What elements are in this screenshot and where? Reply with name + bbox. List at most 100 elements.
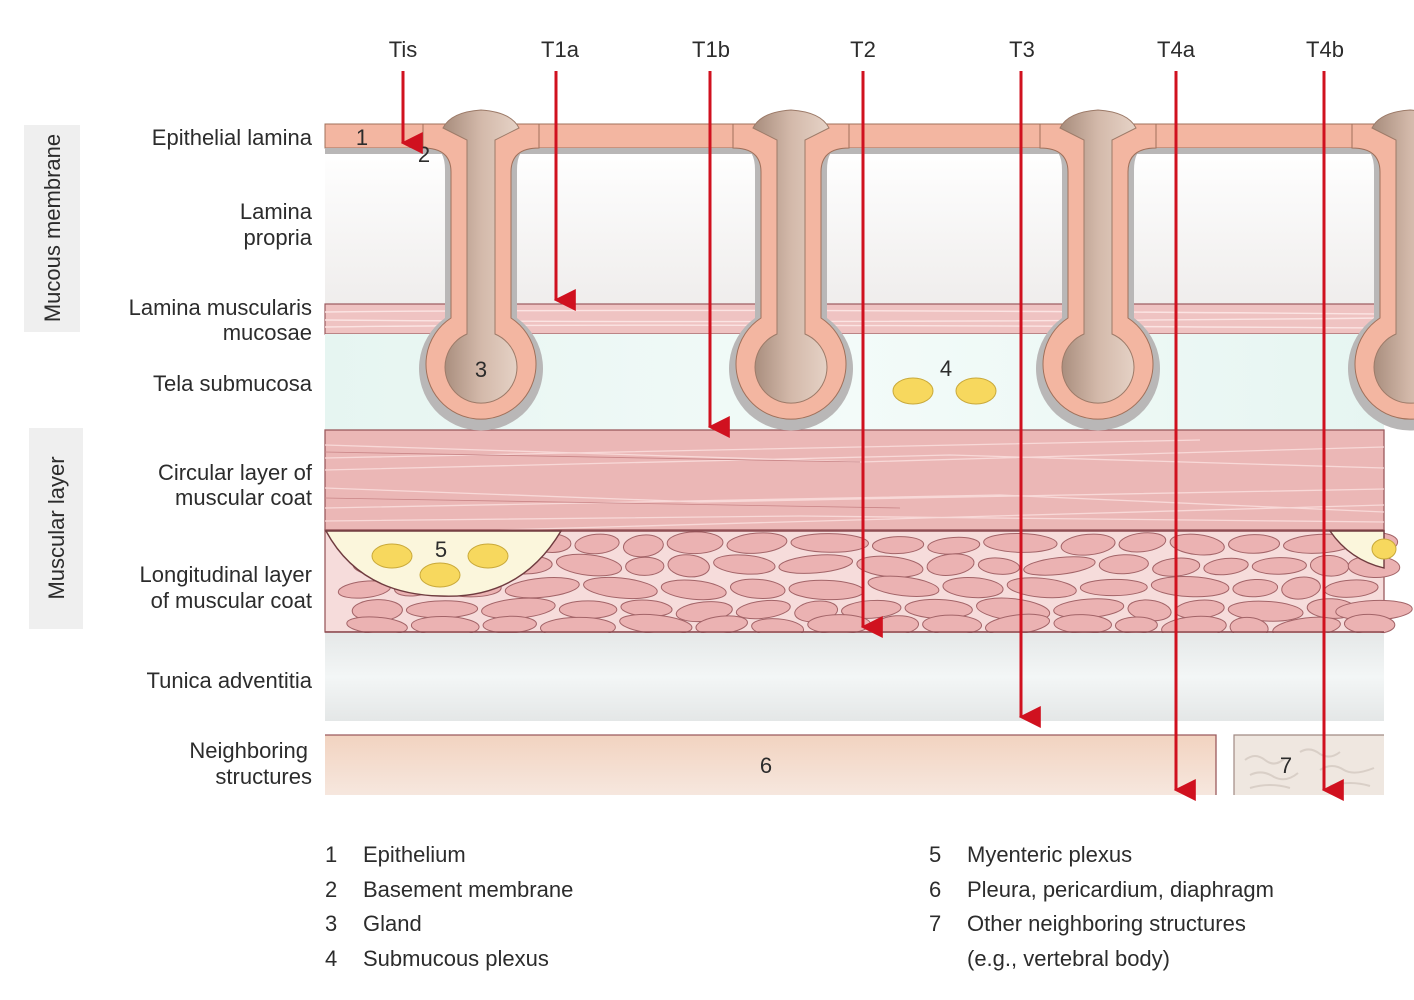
legend-text: Basement membrane <box>363 876 574 902</box>
muscle-cell <box>482 615 537 634</box>
muscle-cell <box>790 533 869 553</box>
legend-num: 6 <box>929 876 942 902</box>
myenteric-plexus-right <box>1328 530 1397 569</box>
muscle-cell <box>574 533 620 555</box>
layer-label-neighboring-2: structures <box>215 764 312 789</box>
stage-label-t1a: T1a <box>541 37 580 62</box>
muscle-cell <box>1060 533 1116 556</box>
stage-label-tis: Tis <box>389 37 418 62</box>
layer-label-longitudinal-muscle-1: Longitudinal layer <box>140 562 312 587</box>
muscle-cell <box>666 531 724 555</box>
legend-text: Other neighboring structures <box>967 911 1246 936</box>
basement-membrane-band <box>325 148 1384 154</box>
legend-item: 1 Epithelium <box>325 838 573 873</box>
muscle-cell <box>1203 557 1249 576</box>
gland-lumen <box>752 109 830 404</box>
tunica-adventitia-layer <box>325 633 1384 721</box>
muscle-cell <box>667 554 710 578</box>
muscle-cell <box>778 554 854 574</box>
muscle-cell <box>1098 554 1149 575</box>
legend-num: 4 <box>325 945 338 971</box>
layer-label-longitudinal-muscle-2: of muscular coat <box>151 588 312 613</box>
marker-1: 1 <box>356 125 368 150</box>
muscle-cell <box>583 576 658 600</box>
legend-text: Epithelium <box>363 842 466 867</box>
legend-num: 3 <box>325 911 338 936</box>
muscle-cell <box>622 534 664 558</box>
muscle-cell <box>1118 532 1167 553</box>
muscle-cell <box>867 575 940 597</box>
muscle-cell <box>504 577 580 599</box>
muscle-cell <box>926 553 975 576</box>
muscle-cell <box>942 576 1004 599</box>
muscle-cell <box>660 579 727 601</box>
legend-text: Submucous plexus <box>363 945 549 971</box>
muscle-cell <box>1023 556 1096 576</box>
muscle-cell <box>1251 557 1307 575</box>
stage-label-t4a: T4a <box>1157 37 1196 62</box>
legend-text: Myenteric plexus <box>967 842 1133 867</box>
legend-item: 4 Submucous plexus <box>325 942 573 977</box>
muscle-cell <box>713 554 776 575</box>
stage-label-t4b: T4b <box>1306 37 1344 62</box>
legend-num: 5 <box>929 842 942 867</box>
layer-label-neighboring-1: Neighboring <box>189 738 308 763</box>
marker-5: 5 <box>435 537 447 562</box>
muscle-cell <box>807 614 871 635</box>
muscular-layer-group-bg <box>29 428 83 629</box>
legend-num: 2 <box>325 876 338 902</box>
muscle-cell <box>871 536 925 555</box>
stage-label-t1b: T1b <box>692 37 730 62</box>
t-stage-arrows: Tis T1a T1b T2 T3 T4a T4b <box>389 37 1344 801</box>
layer-label-muscularis-mucosae-1: Lamina muscularis <box>129 295 312 320</box>
legend-item: 6 Pleura, pericardium, diaphragm <box>929 873 1274 908</box>
gland-lumen <box>1371 109 1414 404</box>
muscle-cell <box>625 556 665 576</box>
legend-item: 7 Other neighboring structures <box>929 907 1274 942</box>
group-label-mucous-membrane: Mucous membrane <box>40 134 65 322</box>
marker-7: 7 <box>1280 753 1292 778</box>
epithelium-with-glands <box>324 109 1414 431</box>
neighboring-structure-7 <box>1233 734 1384 795</box>
muscle-cell <box>1232 578 1279 598</box>
muscle-cell <box>735 599 791 620</box>
legend-num: 1 <box>325 842 338 867</box>
legend-item: 5 Myenteric plexus <box>929 838 1274 873</box>
layer-label-circular-muscle-2: muscular coat <box>175 485 312 510</box>
legend-num: 7 <box>929 911 942 936</box>
gland-lumen <box>1059 109 1137 404</box>
stage-label-t3: T3 <box>1009 37 1035 62</box>
layer-label-tela-submucosa: Tela submucosa <box>153 371 313 396</box>
marker-4: 4 <box>940 356 952 381</box>
muscle-cell <box>1169 533 1225 556</box>
muscle-cell <box>977 557 1020 575</box>
layer-label-epithelial-lamina: Epithelial lamina <box>152 125 313 150</box>
muscle-cell <box>1227 600 1304 622</box>
legend-text: Gland <box>363 911 422 936</box>
muscle-cell <box>1079 578 1148 597</box>
neighboring-structure-6 <box>325 734 1217 795</box>
legend-item-continuation: (e.g., vertebral body) <box>967 945 1170 971</box>
myenteric-plexus-left <box>324 530 563 597</box>
muscle-cell <box>1228 534 1281 554</box>
muscle-cell <box>1006 577 1077 599</box>
marker-3: 3 <box>475 357 487 382</box>
layer-label-tunica-adventitia: Tunica adventitia <box>146 668 312 693</box>
muscle-cell <box>555 553 623 577</box>
mucous-membrane-group-bg <box>24 125 80 332</box>
legend-item: 3 Gland <box>325 907 573 942</box>
marker-2: 2 <box>418 142 430 167</box>
legend-text: Pleura, pericardium, diaphragm <box>967 876 1274 902</box>
muscle-cell <box>1150 576 1230 598</box>
submucous-plexus <box>892 377 997 405</box>
layer-label-lamina-propria-2: propria <box>244 225 313 250</box>
muscle-cell <box>726 532 788 554</box>
gland-lumen <box>442 109 520 404</box>
muscle-cell <box>558 600 618 619</box>
circular-muscle-layer <box>324 429 1385 531</box>
group-label-muscular-layer: Muscular layer <box>44 456 69 599</box>
legend-item: 2 Basement membrane <box>325 873 573 908</box>
muscle-cell <box>1281 576 1321 600</box>
